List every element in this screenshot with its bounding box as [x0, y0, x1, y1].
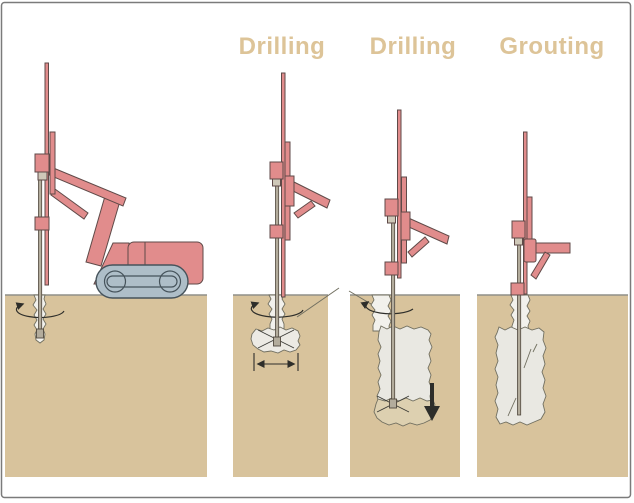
- mast: [397, 109, 402, 279]
- drill-bit: [36, 328, 44, 339]
- panel-drilling-2: Drilling: [348, 33, 460, 477]
- mast: [281, 72, 286, 298]
- drill-head: [511, 220, 526, 239]
- grout-crack: [523, 348, 532, 369]
- arm-bracket: [284, 175, 295, 207]
- arm-bracket: [400, 211, 411, 241]
- drill-head: [269, 161, 284, 180]
- drill-rod: [275, 170, 280, 340]
- drill-head-chuck: [37, 171, 48, 181]
- mast: [523, 131, 528, 295]
- mast-slide: [49, 131, 56, 195]
- drill-mast: [384, 109, 450, 279]
- drill-rod: [38, 163, 43, 333]
- arm-strut: [407, 236, 430, 258]
- stage-label-drilling-2: Drilling: [370, 33, 457, 60]
- track-wheel-left: [103, 270, 127, 293]
- rod-clamp: [269, 224, 284, 239]
- grout-crack: [532, 343, 538, 353]
- stage-label-grouting: Grouting: [499, 33, 604, 60]
- panel-grouting: Grouting: [477, 33, 628, 477]
- rod-clamp: [384, 261, 399, 276]
- rod-clamp: [510, 282, 525, 296]
- mixing-bulb: [373, 397, 436, 427]
- crawler-drill-rig: [34, 62, 204, 286]
- mixed-soil-column: [376, 325, 433, 405]
- arm-strut: [293, 200, 316, 219]
- boom-cylinder: [50, 188, 89, 220]
- arm-bracket: [523, 238, 537, 263]
- dimension-arrow-icon: [253, 353, 299, 371]
- rod-clamp: [34, 216, 50, 231]
- grout-pipe: [517, 229, 522, 416]
- drill-head: [34, 153, 50, 173]
- grout-crack: [507, 397, 517, 417]
- drill-bit: [389, 398, 397, 409]
- panel-drilling-1: Drilling: [233, 33, 340, 477]
- drill-head-chuck: [272, 178, 281, 187]
- track-slot: [106, 275, 178, 288]
- panel-rig-overview: [5, 62, 207, 477]
- drill-head: [384, 198, 399, 217]
- drill-mast: [510, 131, 571, 296]
- down-arrow-icon: [424, 383, 440, 421]
- drill-mast: [269, 72, 331, 298]
- stage-label-drilling-1: Drilling: [239, 33, 326, 60]
- crawler-tracks: [95, 264, 189, 299]
- arm: [534, 242, 571, 254]
- rotation-arrow-icon: [15, 302, 65, 319]
- mast-slide: [526, 196, 533, 242]
- drill-head-chuck: [387, 215, 396, 224]
- rotation-arrow-icon: [360, 301, 414, 315]
- rotation-arrow-icon: [250, 301, 304, 318]
- arm-strut: [530, 251, 551, 280]
- drill-bit: [273, 336, 281, 347]
- leader-line: [296, 287, 340, 318]
- drill-head-chuck: [514, 237, 523, 246]
- drill-rod: [391, 207, 396, 403]
